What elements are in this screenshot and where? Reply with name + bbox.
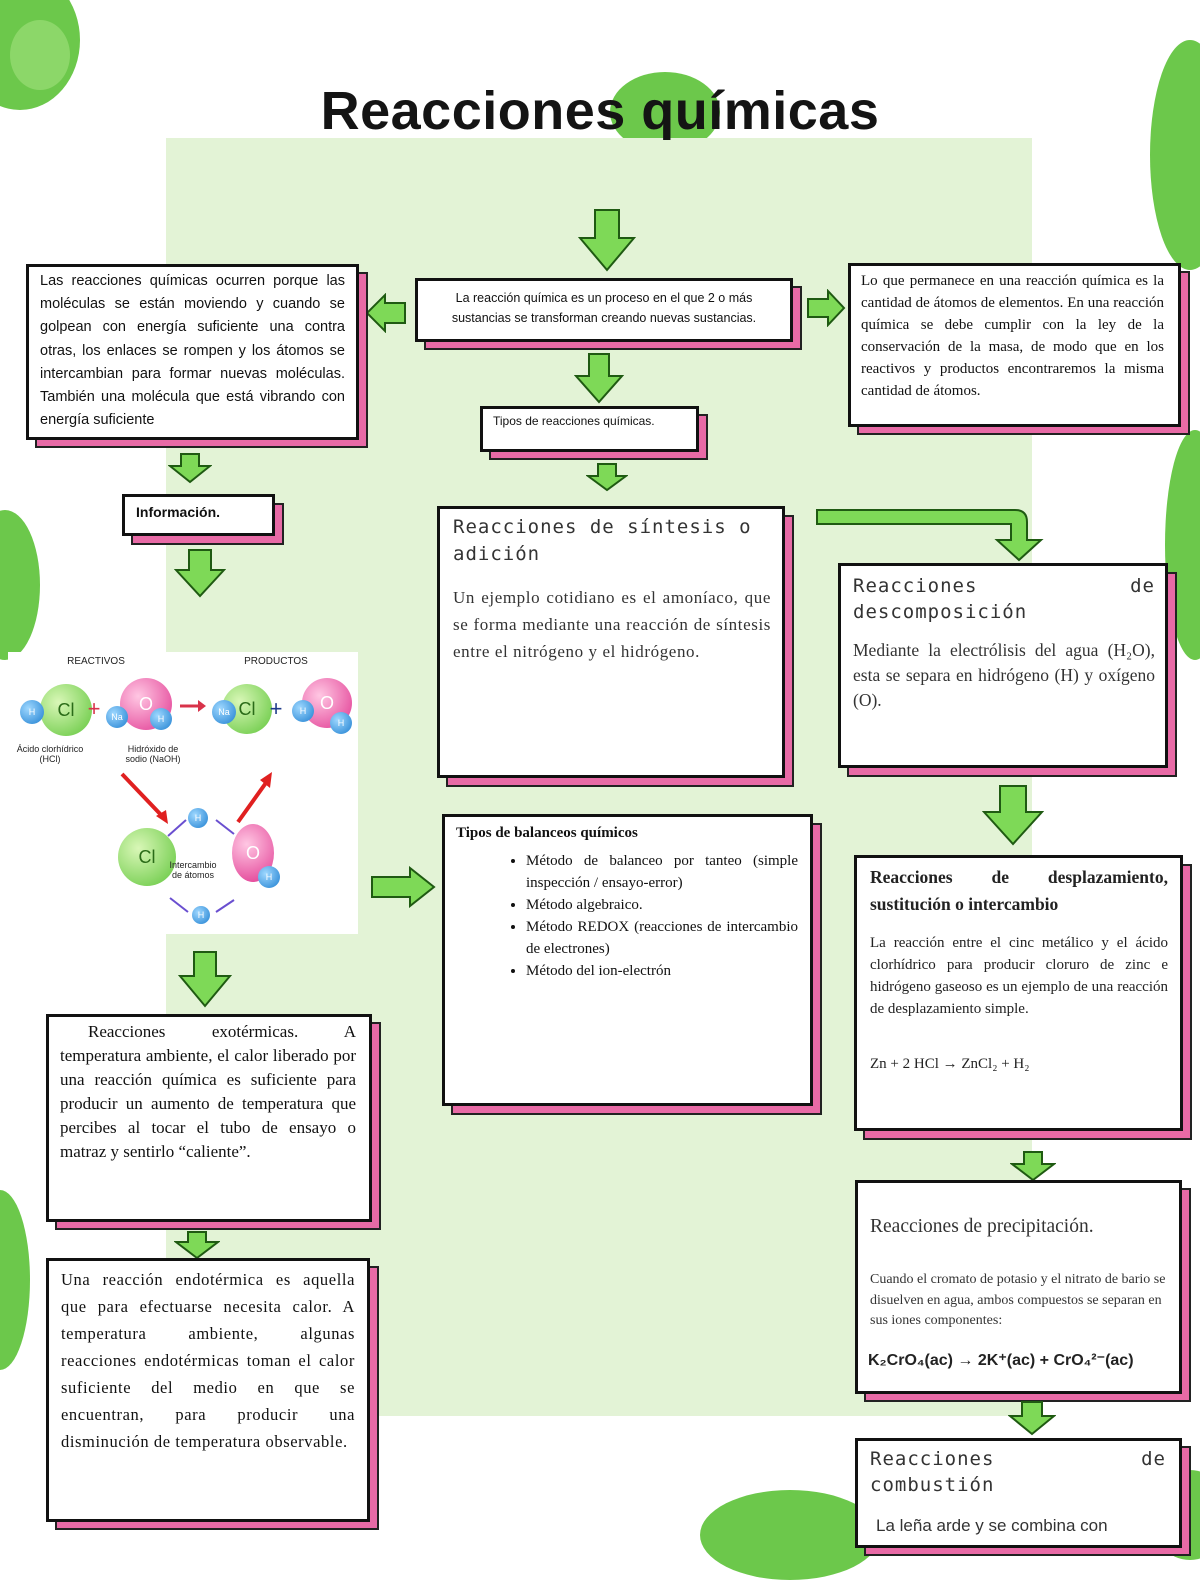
exotermicas-box [46,1014,372,1222]
leaf-decoration-top-left-2 [10,20,70,90]
h-atom: H [192,906,210,924]
h-atom: H [150,708,172,730]
arrow-down-icon [174,1231,220,1260]
productos-label: PRODUCTOS [244,656,308,667]
central-definition-box [415,278,793,342]
sintesis-heading: Reacciones de síntesis o adición [453,516,752,565]
precipitacion-box [855,1180,1182,1394]
sintesis-box [437,506,785,778]
cycle-arrows-icon [167,819,235,913]
exchange-label: Intercambio de átomos [169,860,217,880]
left-explanation-text: Las reacciones químicas ocurren porque l… [40,273,345,429]
arrow-down-icon [174,549,226,598]
arrow-down-icon [1010,1151,1056,1182]
desplazamiento-body: La reacción entre el cinc metálico y el … [870,935,1168,1017]
cl-atom: Cl [118,828,176,886]
informacion-box [122,494,275,536]
arrow-down-icon [168,453,212,484]
precipitacion-equation: K₂CrO₄(ac) → 2K⁺(ac) + CrO₄²⁻(ac) [868,1352,1134,1369]
naoh-label: Hidróxido de sodio (NaOH) [125,744,181,764]
arrow-left-icon [365,293,406,333]
h-atom: H [330,712,352,734]
page-title: Reacciones químicas [320,81,880,141]
desplazamiento-box [854,855,1183,1131]
na-atom: Na [106,706,128,728]
reactivos-label: REACTIVOS [67,656,125,667]
central-definition-text: La reacción química es un proceso en el … [451,291,757,325]
exotermicas-text: Reacciones exotérmicas. A temperatura am… [60,1022,356,1161]
right-conservation-box [848,263,1181,427]
arrow-right-icon [180,700,206,712]
arrow-bent-icon [816,509,1044,562]
leaf-decoration-bottom-center [700,1490,880,1580]
arrow-down-icon [578,209,636,272]
arrow-right-icon [807,289,846,327]
h-atom: H [292,700,314,722]
arrow-right-icon [371,866,436,908]
combustion-body: La leña arde y se combina con [876,1516,1108,1535]
leaf-decoration-left-bottom [0,1190,30,1370]
precipitacion-heading: Reacciones de precipitación. [870,1216,1094,1237]
plus-sign: + [87,696,101,721]
list-item: Método del ion-electrón [526,960,798,982]
h-atom: H [188,808,208,828]
left-explanation-box [26,264,359,440]
arrow-down-icon [1008,1401,1056,1436]
endotermica-text: Una reacción endotérmica es aquella que … [61,1270,355,1451]
desplazamiento-heading: Reacciones de desplazamiento, sustitució… [870,867,1168,914]
combustion-heading: Reacciones de combustión [870,1448,1166,1496]
exchange-arrows-icon [120,772,272,824]
descomposicion-box [838,563,1168,768]
cl-atom: Cl [40,684,92,736]
hcl-label: Ácido clorhídrico (HCl) [16,744,84,764]
leaf-decoration-top-right [1150,40,1200,270]
list-item: Método algebraico. [526,894,798,916]
right-conservation-text: Lo que permanece en una reacción química… [861,273,1164,399]
endotermica-box [46,1258,370,1522]
plus-sign: + [269,696,283,721]
descomposicion-body: Mediante la electrólisis del agua (H₂O),… [853,640,1155,710]
list-item: Método REDOX (reacciones de intercambio … [526,916,798,960]
sintesis-body: Un ejemplo cotidiano es el amoníaco, que… [453,588,771,661]
precipitacion-body: Cuando el cromato de potasio y el nitrat… [870,1272,1166,1328]
h-atom: H [258,866,280,888]
na-atom: Na [212,700,236,724]
tipos-reacciones-text: Tipos de reacciones químicas. [493,414,655,428]
arrow-down-icon [178,951,232,1008]
desplazamiento-equation: Zn + 2 HCl → ZnCl₂ + H₂ [870,1056,1030,1072]
arrow-down-icon [586,463,628,492]
balanceos-heading: Tipos de balanceos químicos [456,825,638,841]
arrow-down-icon [574,353,624,404]
combustion-box [855,1438,1182,1548]
reaction-illustration: REACTIVOS PRODUCTOS Cl H + O Na H Ácido … [8,652,358,934]
leaf-decoration-left-mid [0,510,40,660]
balanceos-list: Método de balanceo por tanteo (simple in… [456,850,798,982]
descomposicion-heading: Reacciones de descomposición [853,575,1155,623]
h-atom: H [20,700,44,724]
tipos-reacciones-box [480,406,699,452]
balanceos-content: Tipos de balanceos químicos Método de ba… [456,822,798,982]
informacion-text: Información. [136,504,221,520]
arrow-down-icon [982,785,1044,846]
list-item: Método de balanceo por tanteo (simple in… [526,850,798,894]
balanceos-box [442,814,813,1106]
